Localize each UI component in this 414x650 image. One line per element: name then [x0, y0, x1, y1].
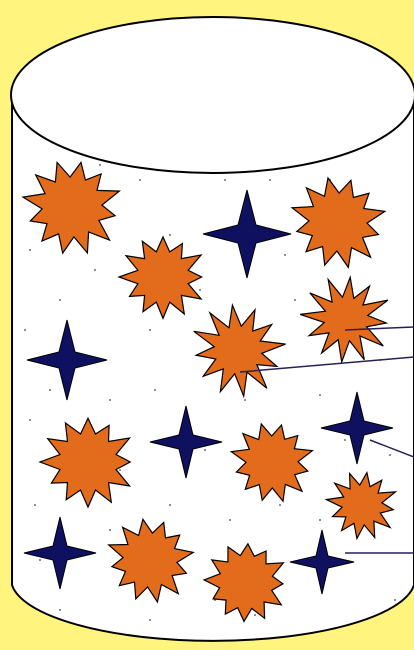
particle-dot: [199, 289, 201, 291]
cylinder-top-opening: [11, 17, 414, 173]
particle-dot: [29, 419, 31, 421]
particle-dot: [154, 389, 156, 391]
particle-dot: [29, 249, 31, 251]
particle-dot: [389, 454, 391, 456]
particle-dot: [139, 179, 141, 181]
particle-dot: [149, 329, 151, 331]
particle-dot: [294, 299, 296, 301]
particle-dot: [244, 399, 246, 401]
particle-dot: [279, 504, 281, 506]
particle-dot: [24, 329, 26, 331]
particle-dot: [59, 609, 61, 611]
particle-dot: [269, 179, 271, 181]
particle-dot: [224, 179, 226, 181]
particle-dot: [39, 559, 41, 561]
particle-dot: [149, 619, 151, 621]
particle-dot: [254, 614, 256, 616]
particle-dot: [94, 269, 96, 271]
particle-dot: [284, 254, 286, 256]
particle-dot: [344, 439, 346, 441]
particle-dot: [204, 449, 206, 451]
particle-dot: [49, 389, 51, 391]
particle-dot: [229, 519, 231, 521]
particle-dot: [109, 529, 111, 531]
particle-dot: [99, 164, 101, 166]
particle-dot: [169, 234, 171, 236]
particle-dot: [119, 469, 121, 471]
particle-dot: [169, 504, 171, 506]
particle-dot: [59, 299, 61, 301]
particle-dot: [34, 504, 36, 506]
particle-dot: [319, 519, 321, 521]
particle-dot: [109, 399, 111, 401]
particle-dot: [319, 394, 321, 396]
particle-dot: [394, 599, 396, 601]
